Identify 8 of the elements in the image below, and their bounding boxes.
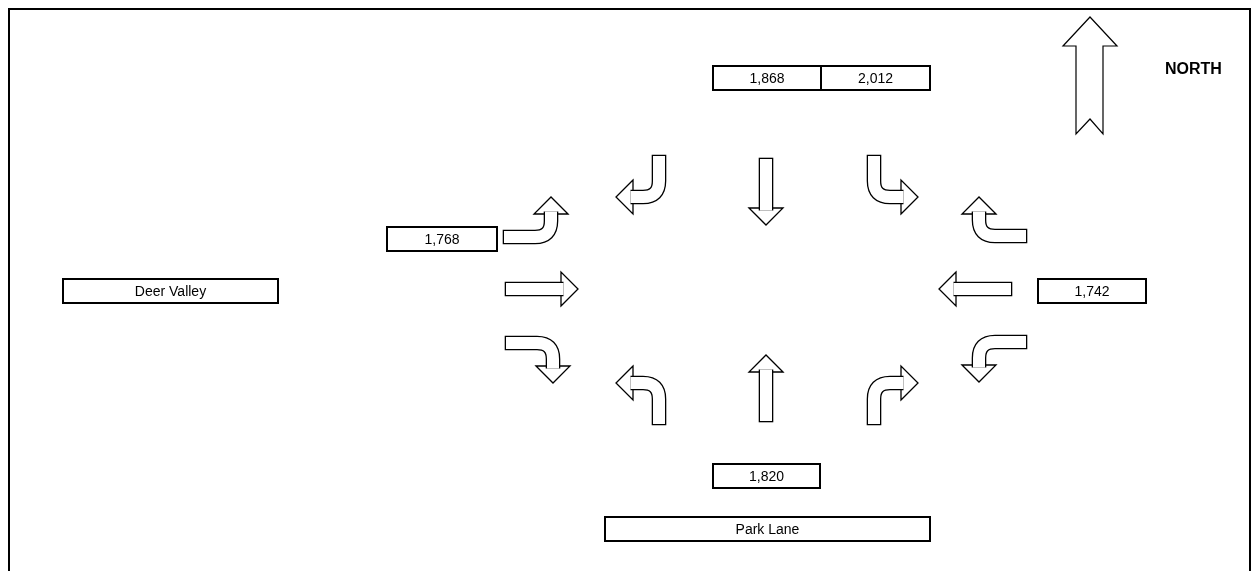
- volume-box: 1,742: [1037, 278, 1147, 304]
- volume-box: 1,820: [712, 463, 821, 489]
- street-name-box: Deer Valley: [62, 278, 279, 304]
- street-name-box: Park Lane: [604, 516, 931, 542]
- volume-box: 2,012: [820, 65, 931, 91]
- volume-box: 1,768: [386, 226, 498, 252]
- volume-box: 1,868: [712, 65, 822, 91]
- direction-label: NORTH: [1165, 60, 1222, 78]
